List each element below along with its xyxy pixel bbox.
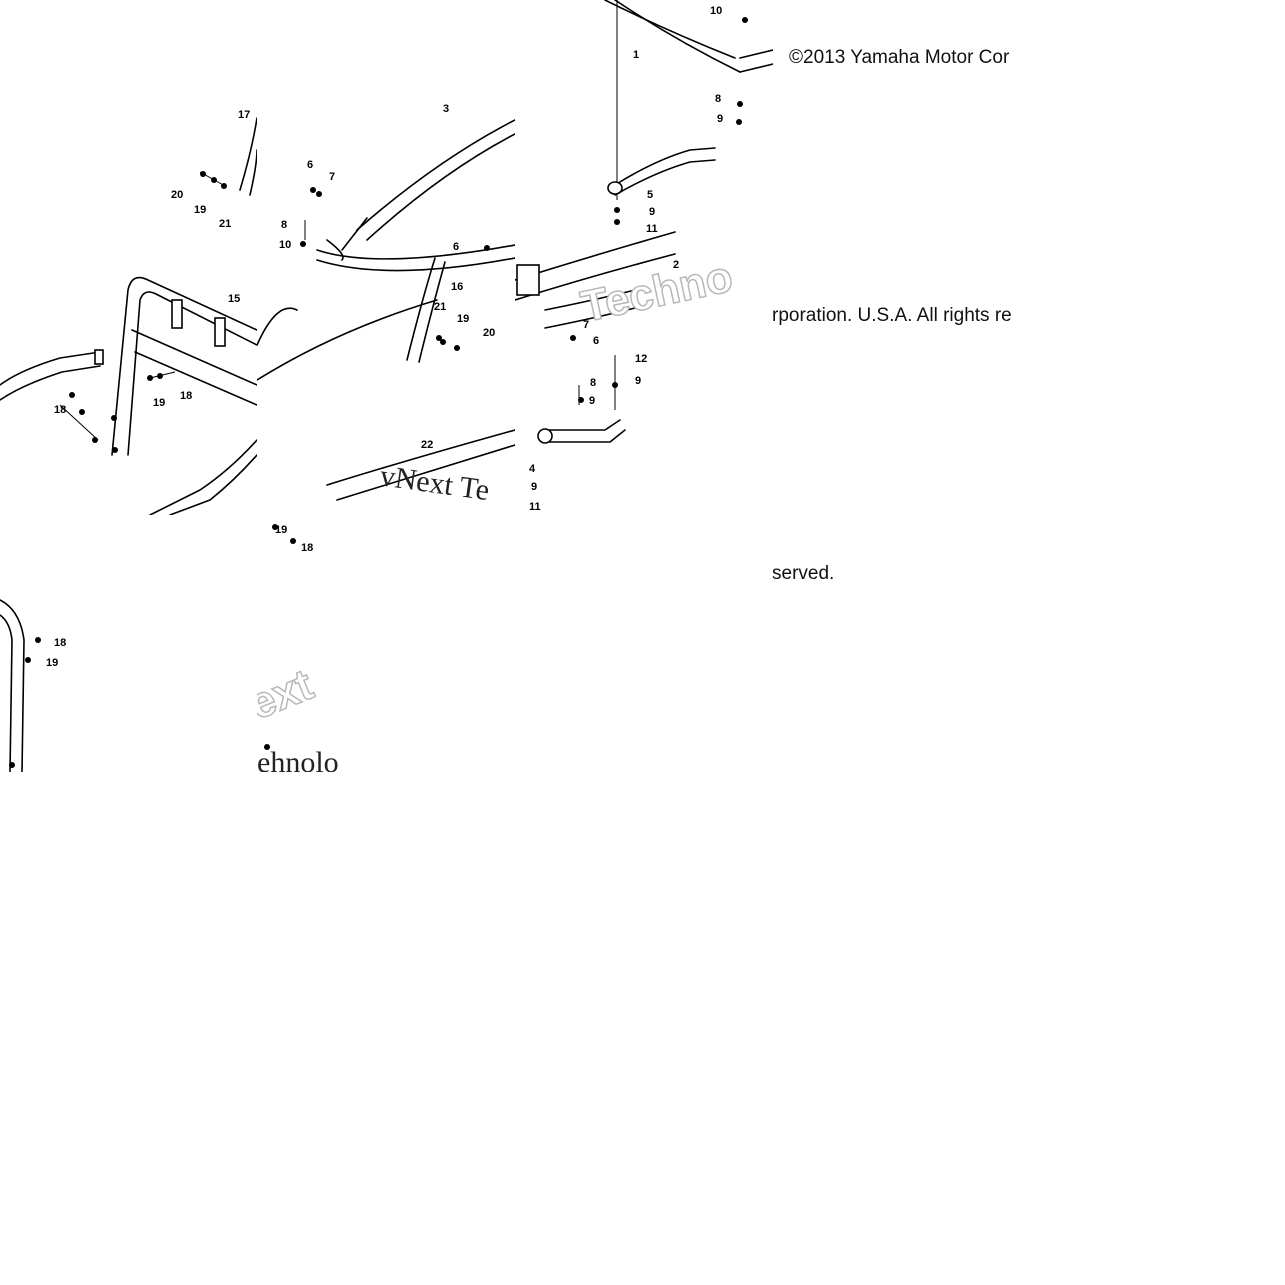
callout-3: 3 (443, 103, 449, 115)
callout-1: 1 (633, 49, 639, 61)
callout-19: 19 (46, 657, 58, 669)
copyright-text-part2: rporation. U.S.A. All rights re (772, 305, 1012, 326)
callout-11b: 11 (529, 501, 541, 513)
callout-6: 6 (307, 159, 313, 171)
callout-18: 18 (180, 390, 192, 402)
callout-18b: 18 (54, 404, 66, 416)
callout-15: 15 (228, 293, 240, 305)
callout-20: 20 (483, 327, 495, 339)
callout-19b: 19 (153, 397, 165, 409)
copyright-text-part1: ©2013 Yamaha Motor Cor (789, 47, 1010, 68)
callout-19: 19 (194, 204, 206, 216)
callout-8: 8 (281, 219, 287, 231)
copyright-text-part3: served. (772, 563, 835, 584)
callout-22: 22 (421, 439, 433, 451)
callout-6: 6 (593, 335, 599, 347)
callout-21: 21 (434, 301, 446, 313)
callout-9e: 9 (531, 481, 537, 493)
watermark-vnext: vNext Te (378, 459, 491, 507)
callout-10: 10 (710, 5, 722, 17)
callout-8: 8 (715, 93, 721, 105)
diagram-tile-lower-left: 18 19 (0, 580, 80, 772)
callout-8b: 8 (590, 377, 596, 389)
callout-9: 9 (717, 113, 723, 125)
callout-16: 16 (451, 281, 463, 293)
watermark-techno: Techno (577, 252, 737, 332)
callout-10: 10 (279, 239, 291, 251)
callout-11: 11 (646, 223, 658, 235)
diagram-tile-upper-right: 10 1 8 9 5 9 11 2 7 6 8 9 12 9 4 9 11 Te… (515, 0, 773, 515)
callout-18: 18 (301, 542, 313, 554)
callout-9b: 9 (649, 206, 655, 218)
callout-2: 2 (673, 259, 679, 271)
diagram-tile-upper-middle: 3 6 7 8 10 6 16 21 19 20 22 vNext Te (257, 100, 515, 515)
callout-21: 21 (219, 218, 231, 230)
callout-7: 7 (583, 319, 589, 331)
diagram-tile-top-left: 17 20 19 21 15 19 18 18 (0, 0, 257, 515)
callout-7: 7 (329, 171, 335, 183)
callout-12: 12 (635, 353, 647, 365)
callout-17: 17 (238, 109, 250, 121)
callout-19: 19 (275, 524, 287, 536)
watermark-ehnolo: ehnolo (257, 746, 339, 772)
diagram-tile-lower-middle: 19 18 ext ehnolo (257, 515, 347, 772)
callout-5: 5 (647, 189, 653, 201)
watermark-ext: ext (257, 660, 320, 729)
callout-19: 19 (457, 313, 469, 325)
callout-9d: 9 (635, 375, 641, 387)
callout-18: 18 (54, 637, 66, 649)
callout-9c: 9 (589, 395, 595, 407)
callout-4: 4 (529, 463, 536, 475)
callout-20: 20 (171, 189, 183, 201)
callout-6b: 6 (453, 241, 459, 253)
